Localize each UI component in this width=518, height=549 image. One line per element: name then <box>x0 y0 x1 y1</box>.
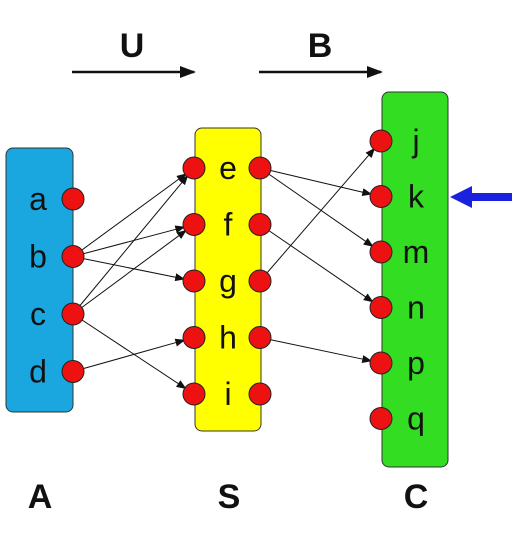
set-box-a <box>5 147 74 413</box>
node-q <box>369 407 393 430</box>
element-label-h: h <box>219 320 237 356</box>
edge-u-b-g <box>72 256 186 282</box>
edge-b-e-k <box>259 167 373 197</box>
element-label-e: e <box>219 150 237 186</box>
edge-u-c-f <box>72 229 187 315</box>
edge-b-f-n <box>259 224 374 303</box>
node-c <box>61 302 85 326</box>
edge-b-h-p <box>259 337 373 363</box>
mapping-label-b: B <box>308 27 333 65</box>
node-d <box>61 360 85 383</box>
element-label-p: p <box>407 345 425 381</box>
element-label-m: m <box>403 234 430 270</box>
node-h-out <box>248 326 272 349</box>
node-g-in <box>182 269 206 293</box>
left-arrow-icon <box>450 186 512 208</box>
element-label-b: b <box>29 239 47 275</box>
edge-b-e-m <box>259 167 374 247</box>
set-label-s: S <box>218 478 241 516</box>
edge-u-b-e <box>72 173 187 257</box>
node-a <box>61 187 85 211</box>
node-m <box>369 240 393 264</box>
element-label-k: k <box>408 179 425 215</box>
node-h-in <box>182 326 206 349</box>
node-e-out <box>248 156 272 180</box>
node-n <box>369 296 393 319</box>
node-i-out <box>248 382 272 406</box>
set-box-c <box>381 91 449 468</box>
node-f-in <box>182 213 206 236</box>
node-b <box>61 245 85 268</box>
element-label-f: f <box>224 207 233 243</box>
element-label-i: i <box>224 376 231 412</box>
set-label-c: C <box>404 478 429 516</box>
element-label-c: c <box>30 296 46 332</box>
node-k <box>369 185 393 208</box>
set-label-a: A <box>28 478 53 516</box>
node-i-in <box>182 382 206 406</box>
node-e-in <box>182 156 206 180</box>
element-label-n: n <box>407 290 425 326</box>
node-g-out <box>248 269 272 293</box>
node-j <box>369 129 393 153</box>
element-label-j: j <box>411 123 419 159</box>
edges <box>72 147 376 390</box>
edge-u-c-e <box>72 174 189 315</box>
edge-b-g-j <box>259 147 376 282</box>
edge-u-b-f <box>72 225 186 257</box>
edge-u-c-i <box>72 313 187 390</box>
element-label-g: g <box>219 263 237 299</box>
node-f-out <box>248 213 272 236</box>
edge-u-d-h <box>72 338 186 372</box>
element-label-q: q <box>407 401 425 437</box>
element-label-d: d <box>29 354 47 390</box>
node-p <box>369 351 393 375</box>
element-label-a: a <box>29 181 47 217</box>
mapping-label-u: U <box>120 27 145 65</box>
